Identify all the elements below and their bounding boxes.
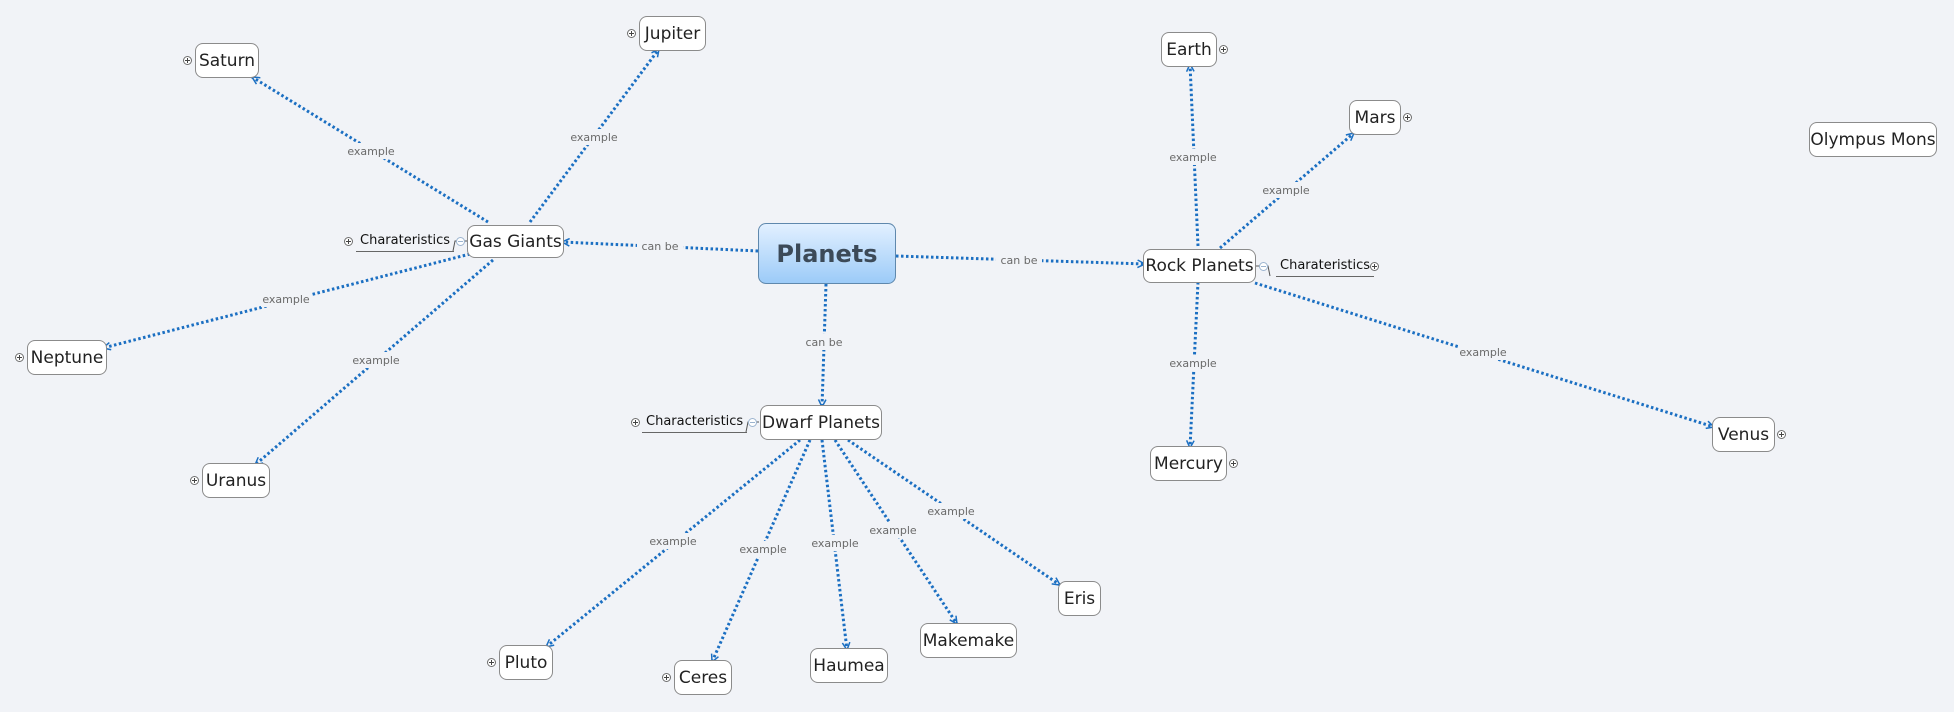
- connector-planets-rock: [895, 254, 1145, 264]
- connector-gas-neptune: [103, 252, 471, 348]
- topic-dwarf-planets[interactable]: Dwarf Planets: [760, 405, 882, 440]
- topic-saturn[interactable]: Saturn: [195, 43, 259, 78]
- topic-eris[interactable]: Eris: [1058, 581, 1101, 616]
- topic-mercury[interactable]: Mercury: [1150, 446, 1227, 481]
- edge-label-rock-mars: example: [1262, 184, 1310, 197]
- topic-rock-planets[interactable]: Rock Planets: [1143, 249, 1256, 283]
- edge-label-planets-gas: can be: [641, 240, 678, 253]
- mars-expand-icon[interactable]: [1403, 113, 1412, 122]
- edge-label-rock-venus: example: [1459, 346, 1507, 359]
- edge-label-planets-rock: can be: [1000, 254, 1037, 267]
- uranus-expand-icon[interactable]: [190, 476, 199, 485]
- saturn-expand-icon[interactable]: [183, 56, 192, 65]
- topic-earth[interactable]: Earth: [1161, 32, 1217, 67]
- gas-giants-collapse-icon[interactable]: [456, 237, 465, 246]
- edge-label-rock-earth: example: [1169, 151, 1217, 164]
- topic-haumea[interactable]: Haumea: [810, 648, 888, 683]
- jupiter-expand-icon[interactable]: [627, 29, 636, 38]
- edge-label-gas-jupiter: example: [570, 131, 618, 144]
- topic-pluto[interactable]: Pluto: [499, 645, 553, 680]
- dwarf-planets-collapse-icon[interactable]: [748, 418, 757, 427]
- topic-jupiter[interactable]: Jupiter: [639, 16, 706, 51]
- connector-gas-saturn: [252, 75, 489, 224]
- edge-label-dwarf-makemake: example: [869, 524, 917, 537]
- topic-mars[interactable]: Mars: [1349, 100, 1401, 135]
- central-topic-planets[interactable]: Planets: [758, 223, 896, 284]
- dwarf-characteristics-expand-icon[interactable]: [631, 418, 640, 427]
- gas-characteristics-label[interactable]: Charateristics: [356, 232, 455, 252]
- edge-label-dwarf-ceres: example: [739, 543, 787, 556]
- pluto-expand-icon[interactable]: [487, 658, 496, 667]
- floating-topic-olympus-mons[interactable]: Olympus Mons: [1809, 122, 1937, 157]
- connector-gas-jupiter: [528, 49, 661, 223]
- topic-makemake[interactable]: Makemake: [920, 623, 1017, 658]
- dwarf-characteristics-label[interactable]: Characteristics: [642, 413, 748, 433]
- edge-label-gas-uranus: example: [352, 354, 400, 367]
- topic-ceres[interactable]: Ceres: [674, 660, 732, 695]
- edge-label-rock-mercury: example: [1169, 357, 1217, 370]
- edge-label-gas-neptune: example: [262, 293, 310, 306]
- edge-label-dwarf-pluto: example: [649, 535, 697, 548]
- ceres-expand-icon[interactable]: [662, 673, 671, 682]
- neptune-expand-icon[interactable]: [15, 353, 24, 362]
- topic-uranus[interactable]: Uranus: [202, 463, 270, 498]
- edge-label-planets-dwarf: can be: [805, 336, 842, 349]
- rock-characteristics-expand-icon[interactable]: [1370, 262, 1379, 271]
- edge-label-dwarf-haumea: example: [811, 537, 859, 550]
- topic-gas-giants[interactable]: Gas Giants: [467, 225, 564, 258]
- earth-expand-icon[interactable]: [1219, 45, 1228, 54]
- connector-rock-mars: [1219, 131, 1354, 250]
- edge-label-gas-saturn: example: [347, 145, 395, 158]
- rock-planets-collapse-icon[interactable]: [1259, 262, 1268, 271]
- edge-label-dwarf-eris: example: [927, 505, 975, 518]
- mercury-expand-icon[interactable]: [1229, 459, 1238, 468]
- gas-characteristics-expand-icon[interactable]: [344, 237, 353, 246]
- topic-neptune[interactable]: Neptune: [27, 340, 107, 375]
- venus-expand-icon[interactable]: [1777, 430, 1786, 439]
- topic-venus[interactable]: Venus: [1712, 417, 1775, 452]
- rock-characteristics-label[interactable]: Charateristics: [1276, 257, 1375, 277]
